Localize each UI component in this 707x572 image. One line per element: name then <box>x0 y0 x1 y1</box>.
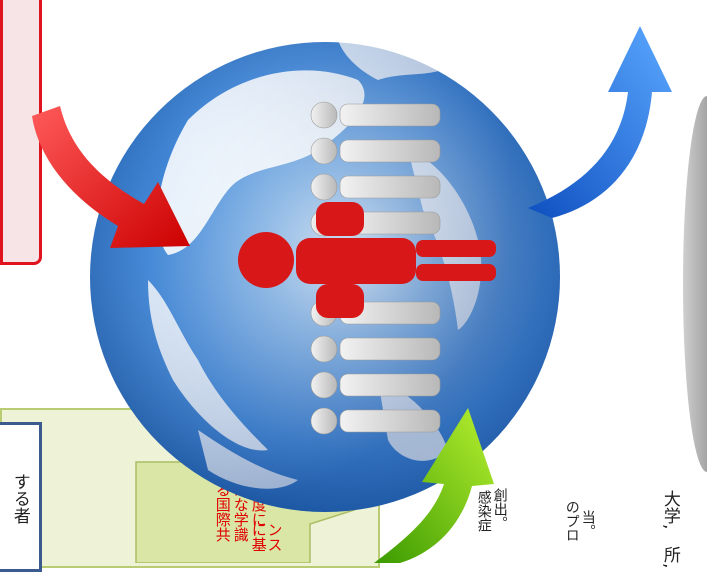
right-text-area: 創出。 感染症 当。 のプロ 大学, 所, <box>456 470 696 568</box>
right-text-line-7: 大学, <box>659 490 680 530</box>
right-text-line-2: 感染症 <box>475 490 492 532</box>
red-arrow-icon <box>32 106 190 248</box>
callout-line-5: ンスに基 <box>249 522 284 552</box>
right-text-line-5: のプロ <box>563 500 580 542</box>
blue-arrow-icon <box>528 26 672 218</box>
blue-bordered-box: する者 <box>0 422 42 572</box>
blue-box-text: する者 <box>9 473 30 524</box>
right-text-line-1: 創出。 <box>491 488 508 530</box>
globe-illustration <box>90 36 560 512</box>
callout-line-3: る国際共 <box>213 482 232 542</box>
right-text-line-8: 所, <box>659 546 680 569</box>
red-leader-figure-icon <box>238 202 496 318</box>
grey-shadow-ellipse <box>683 96 707 472</box>
green-arrow-icon <box>374 408 494 563</box>
right-text-line-4: 当。 <box>579 510 596 538</box>
